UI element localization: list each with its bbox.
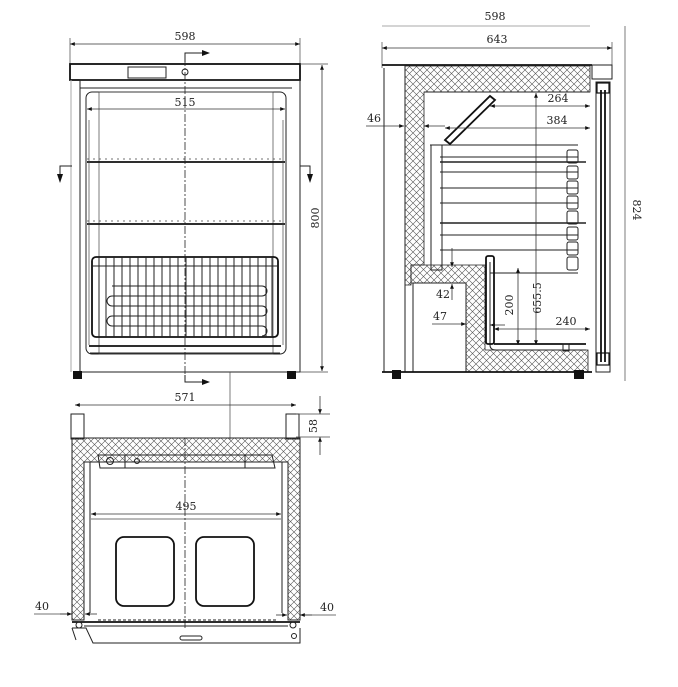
display-panel (127, 66, 167, 79)
dim-side-655: 655.5 (531, 282, 544, 314)
side-section-view: 598 643 (366, 10, 643, 381)
wire-basket (91, 256, 279, 338)
glass-door (595, 81, 611, 373)
dim-side-46: 46 (367, 112, 381, 125)
opening-right (195, 536, 255, 607)
top-section-view: 571 58 495 (34, 391, 336, 644)
dim-top-58: 58 (307, 419, 320, 433)
dim-front-width: 598 (175, 30, 196, 43)
dim-top-inner-width: 495 (176, 500, 197, 513)
front-view: 598 515 (57, 30, 328, 440)
dim-side-824: 824 (630, 200, 643, 221)
dim-side-200: 200 (503, 295, 516, 316)
dim-top-right-40: 40 (320, 601, 334, 614)
dim-side-42: 42 (436, 288, 450, 301)
dim-side-240: 240 (556, 315, 577, 328)
dim-side-384: 384 (547, 114, 568, 127)
dim-top-left-40: 40 (35, 600, 49, 613)
dim-side-47: 47 (433, 310, 447, 323)
shelves (430, 144, 586, 274)
dim-side-ref-width: 598 (485, 10, 506, 23)
dim-top-width: 571 (175, 391, 196, 404)
dim-front-height: 800 (309, 208, 322, 229)
foot-right (287, 371, 296, 379)
opening-left (115, 536, 175, 607)
dim-side-264: 264 (548, 92, 569, 105)
dim-side-depth: 643 (487, 33, 508, 46)
foot-left (73, 371, 82, 379)
cabinet-body (79, 79, 301, 373)
